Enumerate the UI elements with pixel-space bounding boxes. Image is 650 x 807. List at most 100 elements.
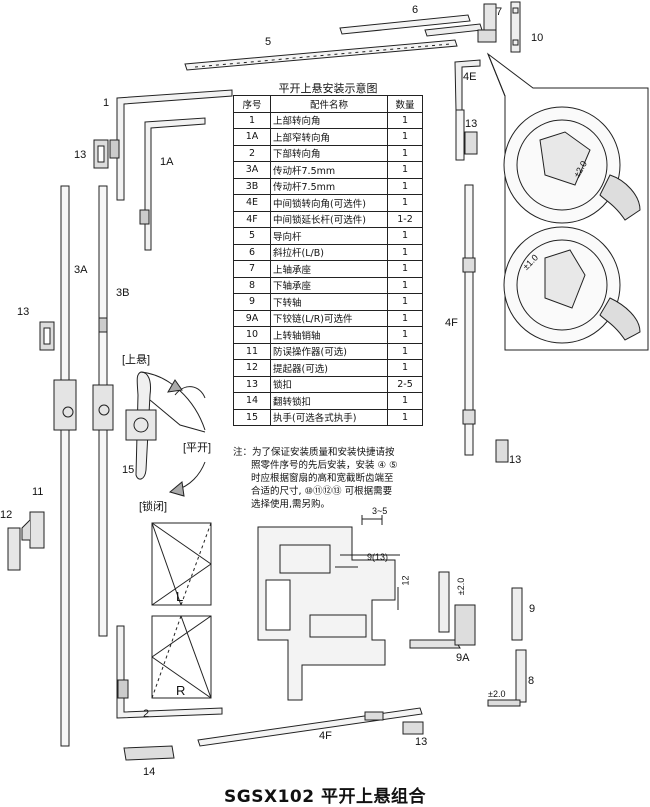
table-cell-qty: 1 (387, 342, 423, 360)
table-header-no: 序号 (233, 95, 271, 113)
label-part-8: 8 (528, 675, 535, 687)
note-line: 合适的尺寸, ⑩⑪⑫⑬ 可根据需要 (251, 486, 393, 497)
table-cell-qty: 1 (387, 260, 423, 278)
label-part-6: 6 (412, 4, 419, 16)
label-part-7: 7 (496, 6, 503, 18)
table-header-qty: 数量 (387, 95, 423, 113)
table-cell-no: 1 (233, 111, 271, 129)
part-8-bottom-bearing (487, 649, 527, 707)
part-13-keeper-right-upper (464, 131, 478, 155)
table-cell-qty: 1 (387, 194, 423, 212)
part-4F-right-rod (462, 184, 476, 456)
table-cell-no: 8 (233, 276, 271, 294)
installation-note: 注：为了保证安装质量和安装快捷请按 照零件序号的先后安装，安装 ④ ⑤ 时应根据… (233, 446, 433, 511)
part-13-keeper-right-lower (495, 439, 509, 463)
table-cell-qty: 1 (387, 243, 423, 261)
part-14-tilt-keeper (123, 745, 175, 761)
note-line: 注：为了保证安装质量和安装快捷请按 (233, 447, 395, 458)
table-cell-name: 传动杆7.5mm (270, 177, 388, 195)
label-handle-side-open: [平开] (183, 442, 212, 454)
label-part-4F-bottom: 4F (319, 730, 332, 742)
table-cell-name: 下转轴 (270, 293, 388, 311)
dim-tolerance-8: ±2.0 (488, 689, 506, 699)
profile-cross-section (257, 515, 400, 701)
table-cell-name: 导向杆 (270, 227, 388, 245)
label-part-3B: 3B (116, 287, 130, 299)
table-cell-qty: 1 (387, 408, 423, 426)
table-cell-name: 上转轴销轴 (270, 326, 388, 344)
label-handle-locked: [锁闭] (139, 501, 168, 513)
table-cell-qty: 1 (387, 161, 423, 179)
table-header-row: 序号 配件名称 数量 (233, 95, 423, 113)
handle-rotation-arrows (167, 379, 206, 497)
table-cell-name: 下部转向角 (270, 144, 388, 162)
label-window-right: R (176, 683, 186, 698)
table-cell-name: 翻转锁扣 (270, 392, 388, 410)
label-part-4E: 4E (463, 71, 477, 83)
dim-gap: 3~5 (372, 506, 388, 516)
part-2-bottom-corner (116, 625, 223, 719)
dim-tolerance-9A: ±2.0 (456, 577, 467, 596)
table-cell-qty: 1 (387, 111, 423, 129)
part-9-bottom-pivot (511, 587, 523, 641)
table-cell-no: 1A (233, 128, 271, 146)
dim-depth: 9(13) (367, 552, 389, 562)
part-7-top-bearing (477, 3, 497, 43)
part-3B-rod (92, 185, 114, 637)
table-cell-name: 下铰链(L/R)可选件 (270, 309, 388, 327)
part-6-diagonal-arm (339, 14, 483, 37)
label-part-1: 1 (103, 97, 110, 109)
table-header-name: 配件名称 (270, 95, 388, 113)
part-13-keeper-upper-left (93, 139, 109, 169)
table-cell-no: 6 (233, 243, 271, 261)
table-cell-no: 7 (233, 260, 271, 278)
part-1-top-corner (109, 89, 233, 201)
part-15-handle (125, 371, 206, 480)
table-cell-name: 中间锁延长杆(可选件) (270, 210, 388, 228)
part-11-anti-misoperation (21, 511, 45, 549)
table-cell-name: 上部窄转向角 (270, 128, 388, 146)
label-part-13-e: 13 (415, 736, 428, 748)
part-5-guide-rod (184, 39, 458, 71)
table-cell-name: 锁扣 (270, 375, 388, 393)
table-cell-no: 9A (233, 309, 271, 327)
table-cell-name: 提起器(可选) (270, 359, 388, 377)
note-line: 时应根据窗扇的高和宽截断齿端至 (251, 473, 394, 484)
label-part-5: 5 (265, 36, 272, 48)
table-cell-name: 下轴承座 (270, 276, 388, 294)
table-cell-no: 3B (233, 177, 271, 195)
note-line: 照零件序号的先后安装，安装 ④ ⑤ (251, 460, 398, 471)
table-cell-qty: 1 (387, 128, 423, 146)
label-part-9: 9 (529, 603, 536, 615)
label-part-13-a: 13 (74, 149, 87, 161)
label-part-12: 12 (0, 509, 13, 521)
table-cell-no: 4F (233, 210, 271, 228)
label-part-10: 10 (531, 32, 544, 44)
dim-height: 12 (400, 575, 411, 586)
table-cell-no: 14 (233, 392, 271, 410)
table-title: 平开上悬安装示意图 (278, 82, 378, 95)
label-part-14: 14 (143, 766, 156, 778)
note-line: 选择使用,需另购。 (251, 499, 331, 510)
table-cell-no: 12 (233, 359, 271, 377)
part-12-lifter (7, 527, 21, 571)
label-part-13-d: 13 (509, 454, 522, 466)
table-cell-qty: 2-5 (387, 375, 423, 393)
part-13-keeper-left (39, 321, 55, 351)
table-cell-name: 上轴承座 (270, 260, 388, 278)
table-cell-name: 斜拉杆(L/B) (270, 243, 388, 261)
table-cell-name: 上部转向角 (270, 111, 388, 129)
